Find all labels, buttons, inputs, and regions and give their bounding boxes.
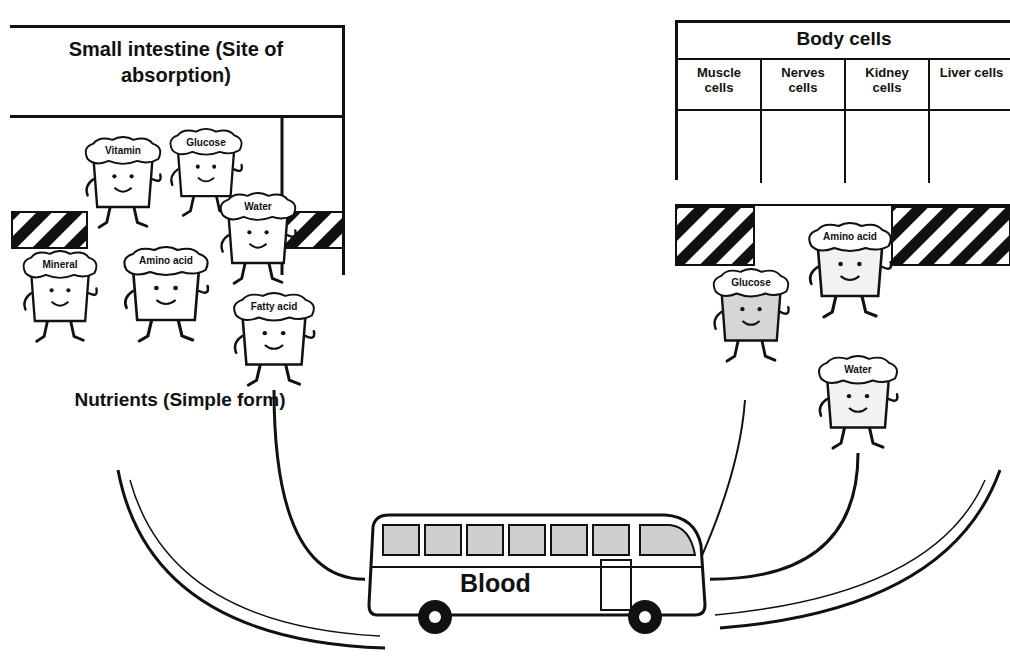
cell-column: Muscle cells <box>678 58 760 183</box>
node-text: Nerves cells <box>762 60 844 96</box>
mouth <box>198 178 214 182</box>
eye <box>129 174 133 178</box>
node-text: Blood <box>460 569 531 598</box>
wheel <box>418 600 452 634</box>
eye <box>865 394 869 398</box>
wall-line <box>675 204 1010 206</box>
eye <box>50 288 54 292</box>
mouth <box>265 345 283 349</box>
node-text: Muscle cells <box>678 60 760 96</box>
legs <box>824 294 876 317</box>
eye <box>66 288 70 292</box>
hub <box>639 611 651 623</box>
motion-trail <box>700 400 745 560</box>
site-frame: Body cellsMuscle cellsNerves cellsKidney… <box>675 20 1010 180</box>
node-text: Kidney cells <box>846 60 928 96</box>
node-text: Water <box>813 358 903 382</box>
eye <box>263 331 267 335</box>
eye <box>857 262 862 266</box>
nutrient-node: Water <box>813 355 903 453</box>
bus-window <box>383 525 419 555</box>
eye <box>112 174 116 178</box>
bus-window <box>467 525 503 555</box>
bus-illustration <box>365 505 710 640</box>
node-text: Amino acid <box>803 225 897 249</box>
eye <box>196 165 200 169</box>
node-text: Glucose <box>165 131 247 155</box>
mouth <box>114 188 131 192</box>
node-text: Vitamin <box>80 139 166 163</box>
nutrient-node: Water <box>215 192 301 288</box>
nutrients-caption: Nutrients (Simple form) <box>60 388 300 412</box>
mouth <box>249 244 266 248</box>
nutrient-node: Amino acid <box>803 222 897 322</box>
mouth <box>52 302 69 306</box>
bus-body <box>369 515 705 615</box>
bus-windshield <box>640 525 695 555</box>
legs <box>727 339 775 362</box>
mouth <box>742 321 759 325</box>
bus-window <box>509 525 545 555</box>
cell-row-line <box>676 109 1010 111</box>
mouth <box>156 300 175 304</box>
motion-connector <box>710 453 858 579</box>
eye <box>281 331 285 335</box>
motion-trail <box>720 470 1000 628</box>
eye <box>757 307 761 311</box>
node-text: Body cells <box>678 23 1010 58</box>
eye <box>173 286 178 290</box>
blood-bus: Blood <box>365 505 710 640</box>
legs <box>99 205 147 227</box>
motion-trail <box>118 470 385 648</box>
node-text: Small intestine (Site of absorption) <box>10 28 342 118</box>
nutrient-node: Mineral <box>18 250 102 346</box>
cell-column: Liver cells <box>928 58 1010 183</box>
legs <box>248 363 299 386</box>
hatched-band <box>284 212 344 248</box>
legs <box>234 261 282 283</box>
legs <box>833 426 883 449</box>
eye <box>154 286 159 290</box>
bus-door <box>601 560 631 610</box>
nutrient-node: Fatty acid <box>228 292 320 390</box>
hatched-band <box>892 207 1010 265</box>
bus-window <box>551 525 587 555</box>
node-text: Water <box>215 195 301 219</box>
nutrient-node: Vitamin <box>80 136 166 232</box>
eye <box>264 230 268 234</box>
eye <box>740 307 744 311</box>
mouth <box>841 276 860 280</box>
legs <box>37 319 84 341</box>
node-text: Mineral <box>18 253 102 277</box>
node-text: Fatty acid <box>228 295 320 319</box>
motion-trail <box>130 480 380 636</box>
eye <box>847 394 851 398</box>
eye <box>247 230 251 234</box>
hatched-band <box>676 207 754 265</box>
node-text: Amino acid <box>118 249 214 273</box>
mouth <box>849 408 867 412</box>
bus-window <box>593 525 629 555</box>
nutrient-node: Glucose <box>708 268 794 366</box>
bus-window <box>425 525 461 555</box>
eye <box>838 262 843 266</box>
bus-stripe <box>371 566 703 568</box>
cell-column: Kidney cells <box>844 58 928 183</box>
wheel <box>628 600 662 634</box>
motion-connector <box>274 390 365 579</box>
node-text: Glucose <box>708 271 794 295</box>
legs <box>139 318 192 341</box>
nutrient-node: Amino acid <box>118 246 214 346</box>
cell-column: Nerves cells <box>760 58 844 183</box>
eye <box>212 165 216 169</box>
hub <box>429 611 441 623</box>
hatched-band <box>12 212 87 248</box>
node-text: Liver cells <box>930 60 1010 81</box>
